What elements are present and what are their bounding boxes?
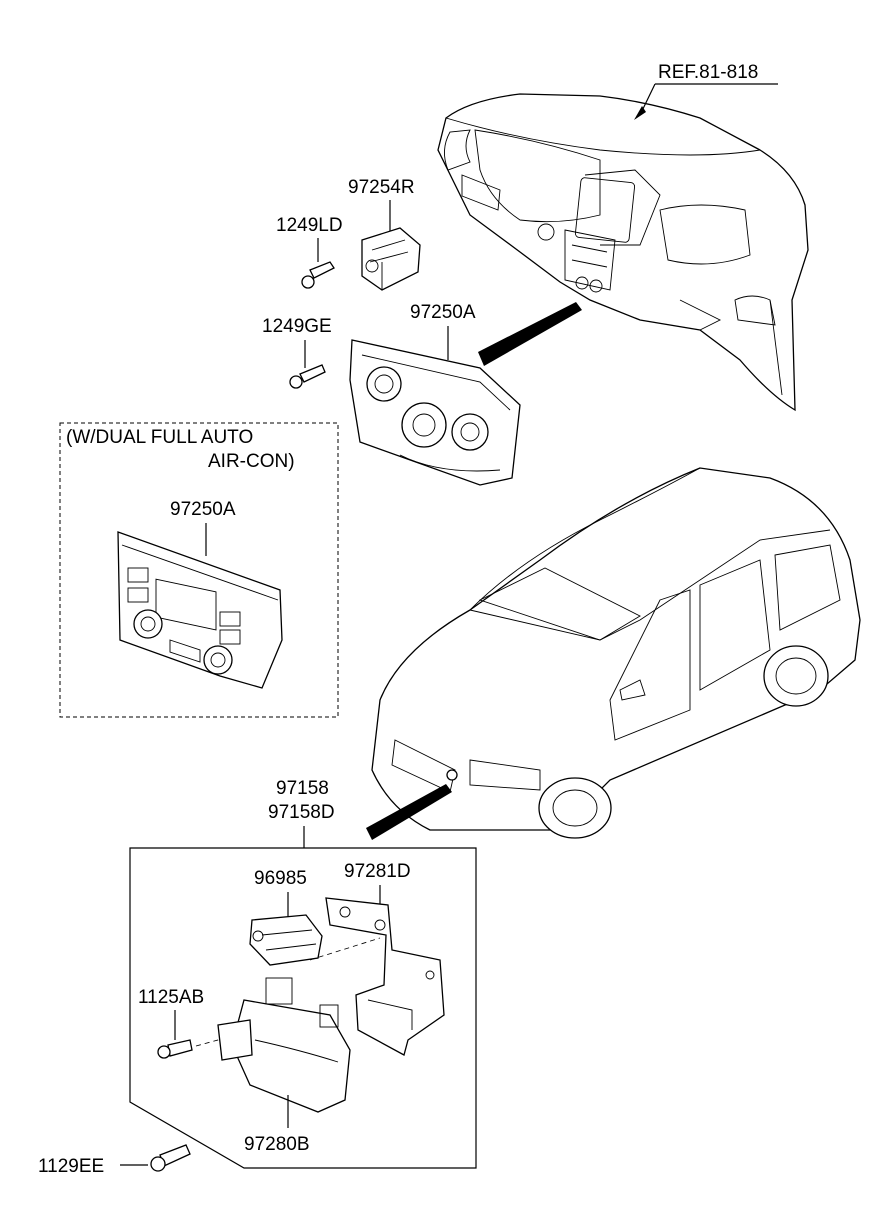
- ref-label: REF.81-818: [658, 62, 758, 83]
- module-97280B: [217, 977, 351, 1113]
- label-97250A-box: 97250A: [170, 499, 236, 520]
- option-box: [59, 422, 339, 718]
- label-97254R: 97254R: [348, 177, 415, 198]
- control-unit-97250A: [349, 339, 521, 486]
- screw-1249GE: [289, 364, 326, 389]
- bracket-97281D: [325, 897, 445, 1056]
- label-97158: 97158: [276, 778, 329, 799]
- screw-1249LD: [301, 261, 335, 289]
- label-1125AB: 1125AB: [138, 987, 204, 1008]
- label-96985: 96985: [254, 868, 307, 889]
- assembly-box: [129, 847, 477, 1169]
- label-1249LD: 1249LD: [276, 215, 343, 236]
- leader-wedge-top: [478, 302, 582, 366]
- dashboard-drawing: [437, 93, 809, 412]
- leader-wedge-bottom: [366, 784, 452, 840]
- label-97281D: 97281D: [344, 861, 411, 882]
- suv-drawing: [371, 467, 861, 839]
- label-1129EE: 1129EE: [38, 1156, 104, 1177]
- label-97280B: 97280B: [244, 1134, 310, 1155]
- screw-1125AB: [157, 1039, 193, 1059]
- label-1249GE: 1249GE: [262, 316, 332, 337]
- sensor-96985: [249, 914, 323, 966]
- label-97158D: 97158D: [268, 802, 335, 823]
- label-97250A-top: 97250A: [410, 302, 476, 323]
- bolt-1129EE: [150, 1144, 191, 1172]
- control-unit-97250A-dual: [117, 531, 283, 689]
- switch-97254R: [361, 227, 421, 291]
- note-line2: AIR-CON): [208, 451, 295, 472]
- note-line1: (W/DUAL FULL AUTO: [66, 427, 253, 448]
